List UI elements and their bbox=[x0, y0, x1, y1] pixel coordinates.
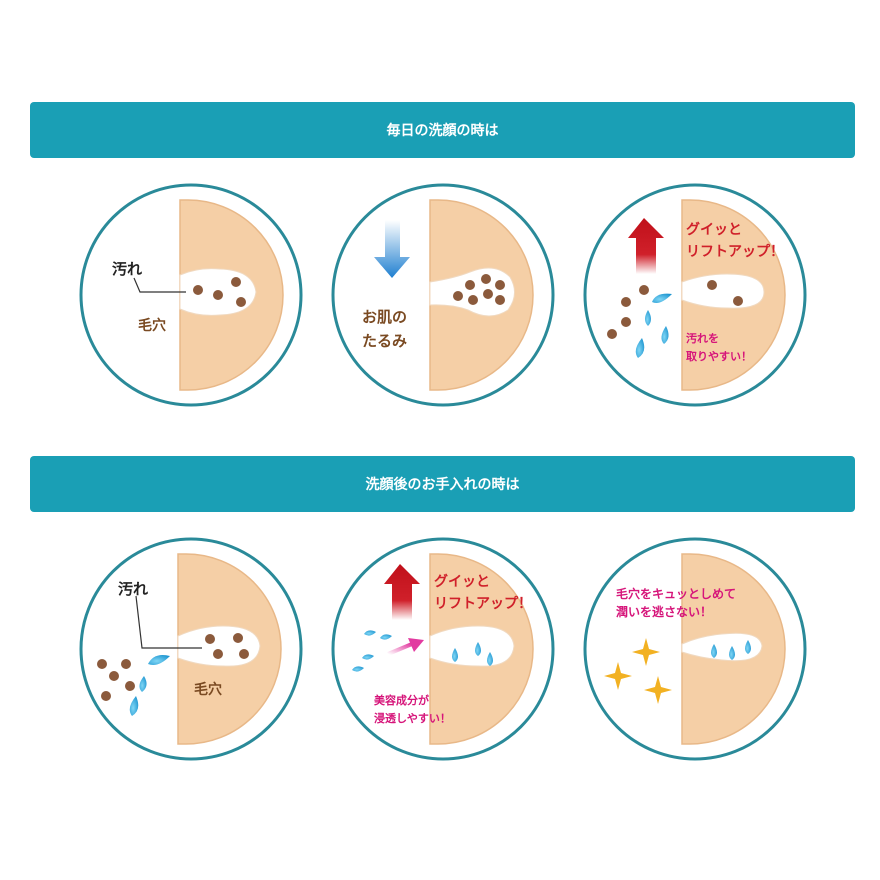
water-drop-icon bbox=[452, 648, 458, 662]
dirt-particle bbox=[121, 659, 131, 669]
dirt-particle bbox=[607, 329, 617, 339]
tighten-label-line1: 毛穴をキュッとしめて bbox=[616, 586, 736, 601]
dirt-particle bbox=[495, 280, 505, 290]
water-drop-icon bbox=[148, 655, 170, 665]
dirt-particle bbox=[483, 289, 493, 299]
leader-line bbox=[133, 277, 186, 293]
dirt-label: 汚れ bbox=[112, 260, 142, 278]
panel-daily-dirty-pore: 汚れ 毛穴 bbox=[78, 182, 304, 408]
clean-label-line1: 汚れを bbox=[686, 331, 719, 345]
water-drop-icon bbox=[635, 338, 645, 358]
pore-cavity bbox=[177, 625, 261, 667]
section-title: 洗顔後のお手入れの時は bbox=[365, 477, 520, 493]
pore-cavity-lifted bbox=[429, 625, 515, 667]
absorb-arrow-line bbox=[387, 642, 413, 656]
dirt-particle bbox=[125, 681, 135, 691]
pore-cavity-tightened bbox=[681, 632, 763, 662]
water-drop-icon bbox=[139, 676, 147, 692]
lift-label-line1: グイッと bbox=[686, 221, 742, 238]
dirt-label: 汚れ bbox=[118, 580, 148, 598]
panel-daily-sagging: お肌の たるみ bbox=[330, 182, 556, 408]
dirt-particle bbox=[213, 649, 223, 659]
water-drop-icon bbox=[487, 652, 493, 666]
sag-label-line1: お肌の bbox=[362, 308, 407, 326]
dirt-particle bbox=[97, 659, 107, 669]
section-title: 毎日の洗顔の時は bbox=[386, 123, 499, 139]
dirt-particle bbox=[231, 277, 241, 287]
dirt-particle bbox=[707, 280, 717, 290]
lift-label-line2: リフトアップ！ bbox=[686, 244, 784, 260]
dirt-particle bbox=[239, 649, 249, 659]
water-drop-icon bbox=[645, 310, 651, 326]
sparkle-icon bbox=[644, 676, 672, 704]
dirt-particle bbox=[495, 295, 505, 305]
up-arrow-icon bbox=[384, 564, 420, 620]
water-drop-icon bbox=[129, 696, 139, 716]
down-arrow-icon bbox=[374, 220, 410, 278]
absorb-label-line2: 浸透しやすい！ bbox=[374, 711, 451, 725]
water-drop-icon bbox=[711, 644, 717, 658]
dirt-particle bbox=[205, 634, 215, 644]
water-drop-icon bbox=[475, 642, 481, 656]
water-drop-icon bbox=[380, 634, 392, 640]
tighten-label-line2: 潤いを逃さない！ bbox=[616, 604, 712, 619]
dirt-particle bbox=[213, 290, 223, 300]
pore-label: 毛穴 bbox=[138, 317, 166, 334]
sparkle-icon bbox=[604, 662, 632, 690]
pore-cavity-sagging bbox=[429, 267, 515, 317]
dirt-particle bbox=[621, 317, 631, 327]
dirt-particle bbox=[193, 285, 203, 295]
sparkle-icon bbox=[632, 638, 660, 666]
dirt-particle bbox=[236, 297, 246, 307]
panel-after-tighten: 毛穴をキュッとしめて 潤いを逃さない！ bbox=[582, 536, 808, 762]
water-drop-icon bbox=[745, 640, 751, 654]
pore-cavity-lifted bbox=[681, 273, 765, 309]
water-drop-icon bbox=[652, 293, 672, 303]
pore-label: 毛穴 bbox=[194, 681, 222, 698]
dirt-particle bbox=[621, 297, 631, 307]
dirt-particle bbox=[233, 633, 243, 643]
up-arrow-icon bbox=[628, 218, 664, 274]
leader-line bbox=[135, 595, 202, 649]
clean-label-line2: 取りやすい！ bbox=[686, 350, 752, 363]
sag-label-line2: たるみ bbox=[362, 332, 407, 350]
dirt-particle bbox=[465, 280, 475, 290]
section-banner-after-wash: 洗顔後のお手入れの時は bbox=[30, 456, 855, 512]
dirt-particle bbox=[481, 274, 491, 284]
absorb-arrow-icon bbox=[408, 638, 424, 652]
water-drop-icon bbox=[362, 654, 374, 660]
dirt-particle bbox=[101, 691, 111, 701]
lift-label-line1: グイッと bbox=[434, 573, 490, 590]
water-drop-icon bbox=[364, 630, 376, 636]
dirt-particle bbox=[639, 285, 649, 295]
panel-after-lift-absorb: グイッと リフトアップ！ 美容成分が 浸透しやすい！ bbox=[330, 536, 556, 762]
section-banner-daily-wash: 毎日の洗顔の時は bbox=[30, 102, 855, 158]
dirt-particle bbox=[453, 291, 463, 301]
absorb-label-line1: 美容成分が bbox=[374, 693, 429, 707]
panel-daily-lift-clean: グイッと リフトアップ！ 汚れを 取りやすい！ bbox=[582, 182, 808, 408]
dirt-particle bbox=[733, 296, 743, 306]
panel-after-dirty-pore: 汚れ 毛穴 bbox=[78, 536, 304, 762]
water-drop-icon bbox=[729, 646, 735, 660]
water-drop-icon bbox=[661, 326, 669, 344]
dirt-particle bbox=[468, 295, 478, 305]
lift-label-line2: リフトアップ！ bbox=[434, 596, 532, 612]
water-drop-icon bbox=[352, 666, 364, 672]
dirt-particle bbox=[109, 671, 119, 681]
